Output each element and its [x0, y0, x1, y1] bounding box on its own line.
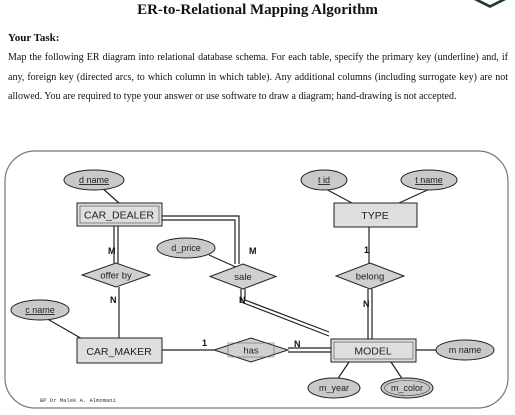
entity-type: TYPE — [333, 202, 418, 228]
attribute-c-name: c name — [10, 299, 70, 321]
card-sale-dealer: M — [249, 246, 257, 256]
svg-text:t name: t name — [415, 175, 443, 185]
card-has-maker: 1 — [202, 338, 207, 348]
svg-text:d_price: d_price — [171, 243, 201, 253]
relationship-belong: belong — [334, 262, 406, 290]
attribute-t-id: t id — [300, 169, 348, 191]
card-offer-by-maker: N — [110, 295, 117, 305]
card-belong-model: N — [363, 299, 370, 309]
card-has-model: N — [294, 339, 301, 349]
svg-text:d name: d name — [79, 175, 109, 185]
svg-text:m_color: m_color — [391, 383, 423, 393]
entity-car-maker: CAR_MAKER — [76, 337, 163, 364]
attribute-d-name: d name — [63, 169, 125, 191]
attribute-t-name: t name — [400, 169, 458, 191]
attribute-d-price: d_price — [156, 237, 216, 259]
relationship-offer-by: offer by — [80, 262, 152, 288]
svg-text:t id: t id — [318, 175, 330, 185]
svg-text:m_year: m_year — [319, 383, 349, 393]
svg-text:has: has — [243, 346, 259, 357]
page-title: ER-to-Relational Mapping Algorithm — [137, 2, 378, 18]
svg-text:TYPE: TYPE — [361, 210, 388, 222]
attribute-m-color: m_color — [380, 377, 434, 399]
logo-mark — [474, 0, 506, 8]
svg-text:CAR_DEALER: CAR_DEALER — [84, 210, 154, 222]
card-offer-by-dealer: M — [108, 246, 116, 256]
er-diagram: CAR_DEALER TYPE CAR_MAKER MODEL offer by… — [4, 150, 509, 409]
card-belong-type: 1 — [364, 245, 369, 255]
svg-text:sale: sale — [234, 272, 251, 283]
relationship-has: has — [212, 337, 290, 363]
svg-text:MODEL: MODEL — [354, 346, 392, 358]
attribute-m-year: m_year — [307, 377, 361, 399]
connector-lines — [43, 186, 438, 381]
svg-text:CAR_MAKER: CAR_MAKER — [86, 346, 152, 358]
svg-text:belong: belong — [356, 272, 385, 283]
entity-model: MODEL — [330, 338, 417, 363]
entity-car-dealer: CAR_DEALER — [76, 202, 163, 227]
svg-text:c name: c name — [25, 305, 55, 315]
attribute-m-name: m name — [435, 339, 495, 361]
author-credit: BP Dr Malek A. Almomani — [40, 397, 117, 404]
card-sale-model: N — [239, 295, 246, 305]
task-heading: Your Task: — [8, 32, 60, 44]
task-instructions: Map the following ER diagram into relati… — [8, 52, 508, 102]
svg-text:offer by: offer by — [100, 271, 132, 282]
svg-text:m name: m name — [449, 345, 482, 355]
relationship-sale: sale — [208, 263, 278, 290]
